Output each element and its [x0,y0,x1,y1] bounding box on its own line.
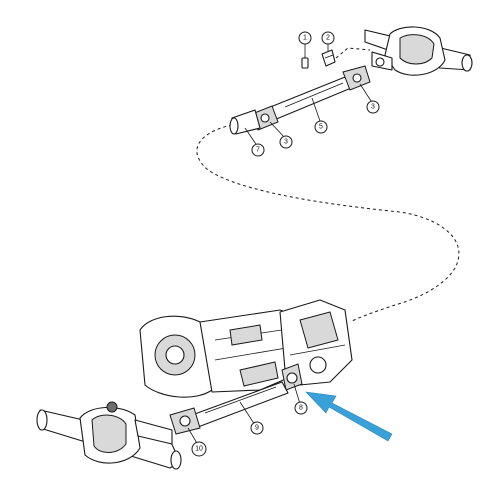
svg-text:8: 8 [299,405,303,412]
svg-text:1: 1 [303,35,307,42]
svg-text:3: 3 [371,104,375,111]
front-axle-assembly [36,401,182,470]
callout-1: 1 [298,31,312,45]
svg-text:2: 2 [326,35,330,42]
callout-7: 7 [251,143,265,157]
callout-8: 8 [294,401,308,415]
svg-text:3: 3 [284,139,288,146]
callout-2: 2 [321,31,335,45]
callout-10: 10 [191,441,207,457]
leader-lines [187,44,374,446]
svg-text:7: 7 [256,147,260,154]
callout-3-rear: 3 [366,100,380,114]
rear-axle-assembly [364,26,473,76]
callout-9: 9 [250,421,264,435]
svg-text:9: 9 [255,425,259,432]
strap-part-2 [321,49,336,67]
routing-dashed-line [196,124,460,323]
front-driveshaft [169,381,289,435]
pointer-arrow [305,391,393,442]
svg-text:5: 5 [319,124,323,131]
svg-text:10: 10 [195,446,203,453]
callout-5: 5 [314,120,328,134]
assembly-dashed-guide [335,47,371,59]
transmission-assembly [139,299,353,398]
callout-3-front: 3 [279,135,293,149]
rear-driveshaft [229,65,371,135]
